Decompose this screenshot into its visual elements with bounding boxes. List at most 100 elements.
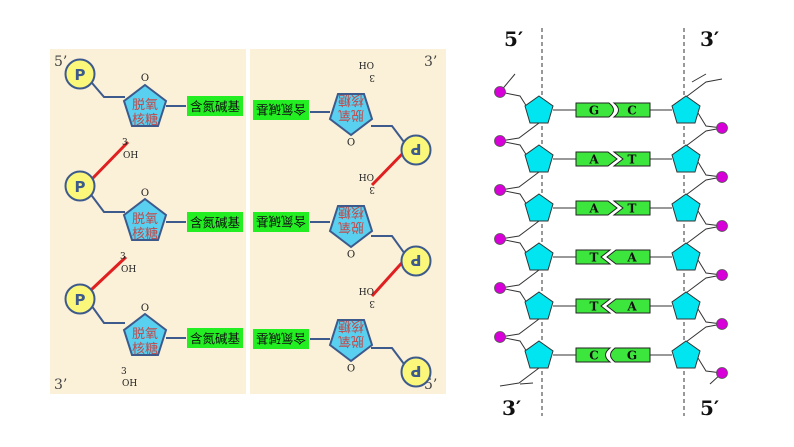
carbon-number: 3 xyxy=(120,252,126,262)
sugar-label-line2: 核糖 xyxy=(132,112,158,128)
hydroxyl-label: OH xyxy=(359,171,374,181)
sugar-label-line1: 脱氧 xyxy=(338,333,364,348)
corner-label-top-left: 5’ xyxy=(54,54,67,70)
nucleotide: P O 脱氧 核糖 3 OH 含氮碱基 xyxy=(64,283,243,389)
base-left-letter: T xyxy=(590,300,599,314)
backbone-segment xyxy=(499,367,540,387)
deoxyribose-pentagon xyxy=(524,291,554,320)
base-right-letter: A xyxy=(626,300,637,314)
base-left-letter: C xyxy=(589,349,599,363)
phosphate-dot xyxy=(716,122,728,134)
deoxyribose-pentagon xyxy=(671,340,701,369)
phosphate-dot xyxy=(494,331,506,343)
carbon-number: 3 xyxy=(121,367,127,377)
carbon-number: 3 xyxy=(369,184,375,194)
base-left-letter: T xyxy=(590,251,599,265)
nucleotide-inverted: P O 脱氧 核糖 3 OH 含氮碱基 xyxy=(253,59,432,166)
backbone-segment xyxy=(499,122,540,142)
backbone-end xyxy=(691,73,707,83)
deoxyribose-pentagon xyxy=(671,291,701,320)
base-left-shape xyxy=(575,347,612,363)
backbone-segment xyxy=(685,225,723,245)
backbone-segment xyxy=(499,269,540,289)
ring-oxygen-label: O xyxy=(141,303,149,314)
backbone-segment xyxy=(499,140,528,157)
nitrogenous-base-box xyxy=(187,328,243,348)
backbone-segment xyxy=(499,91,528,108)
sugar-label-line2: 核糖 xyxy=(338,92,364,108)
ring-oxygen-label: O xyxy=(141,73,149,84)
end-label-bottom-right: 5′ xyxy=(700,396,719,420)
base-left-letter: A xyxy=(588,202,599,216)
backbone-segment xyxy=(499,220,540,240)
base-right-letter: A xyxy=(626,251,637,265)
base-left-letter: G xyxy=(589,104,599,118)
nucleotide-inverted: P O 脱氧 核糖 3 OH 含氮碱基 xyxy=(253,285,432,388)
deoxyribose-pentagon xyxy=(524,193,554,222)
carbon-number: 3 xyxy=(369,298,375,308)
base-left-letter: A xyxy=(588,153,599,167)
base-right-letter: C xyxy=(627,104,637,118)
base-left-shape xyxy=(575,151,618,167)
phosphate-dot xyxy=(716,220,728,232)
phosphodiester-bond xyxy=(89,140,130,182)
backbone-segment xyxy=(685,127,723,147)
phosphate-label: P xyxy=(411,362,422,380)
backbone-segment xyxy=(499,189,528,206)
base-label: 含氮碱基 xyxy=(190,99,241,114)
backbone-segment xyxy=(685,323,723,343)
backbone-end xyxy=(519,382,534,385)
end-label-bottom-left: 3′ xyxy=(502,396,521,420)
deoxyribose-pentagon xyxy=(671,144,701,173)
sugar-label-line1: 脱氧 xyxy=(132,212,158,227)
sugar-label-line2: 核糖 xyxy=(132,226,158,242)
hydroxyl-label: OH xyxy=(359,59,374,69)
base-right-shape xyxy=(612,151,651,167)
nucleotide: P O 脱氧 核糖 3 OH 含氮碱基 xyxy=(64,170,243,275)
sugar-label-line2: 核糖 xyxy=(132,341,158,357)
corner-label-top-right: 3’ xyxy=(424,54,437,70)
carbon-number: 3 xyxy=(122,138,128,148)
hydroxyl-label: OH xyxy=(123,151,138,161)
hydroxyl-label: OH xyxy=(359,285,374,295)
nitrogenous-base-box xyxy=(253,100,309,120)
phosphate-label: P xyxy=(75,178,86,196)
base-left-shape xyxy=(575,249,612,265)
sugar-label-line1: 脱氧 xyxy=(132,98,158,113)
phosphate-label: P xyxy=(411,251,422,269)
backbone-segment xyxy=(685,176,723,196)
deoxyribose-pentagon xyxy=(671,242,701,271)
base-right-shape xyxy=(610,347,651,363)
phosphate-label: P xyxy=(411,140,422,158)
phosphate-dot xyxy=(494,184,506,196)
phosphate-dot xyxy=(716,318,728,330)
base-right-shape xyxy=(612,200,651,216)
corner-label-bottom-left: 3’ xyxy=(54,377,67,393)
sugar-label-line2: 核糖 xyxy=(338,204,364,220)
base-right-shape xyxy=(606,298,651,314)
backbone-segment xyxy=(685,274,723,294)
deoxyribose-pentagon xyxy=(671,193,701,222)
phosphate-dot xyxy=(716,367,728,379)
base-right-shape xyxy=(612,102,651,118)
phosphate-dot xyxy=(494,86,506,98)
sugar-label-line1: 脱氧 xyxy=(338,219,364,234)
phosphate-dot xyxy=(716,269,728,281)
deoxyribose-pentagon xyxy=(524,95,554,124)
backbone-segment xyxy=(499,238,528,255)
nucleotide-inverted: P O 脱氧 核糖 3 OH 含氮碱基 xyxy=(253,171,432,277)
hydroxyl-label: OH xyxy=(122,379,137,389)
backbone-segment xyxy=(499,318,540,338)
sugar-phosphate-backbones xyxy=(494,73,728,387)
phosphodiester-bond xyxy=(89,255,128,292)
left-panel: 5’ 3’ 3’ 5’ P O 脱氧 核糖 3 OH 含氮碱基 xyxy=(50,49,446,394)
base-label: 含氮碱基 xyxy=(256,102,307,117)
base-label: 含氮碱基 xyxy=(256,214,307,229)
